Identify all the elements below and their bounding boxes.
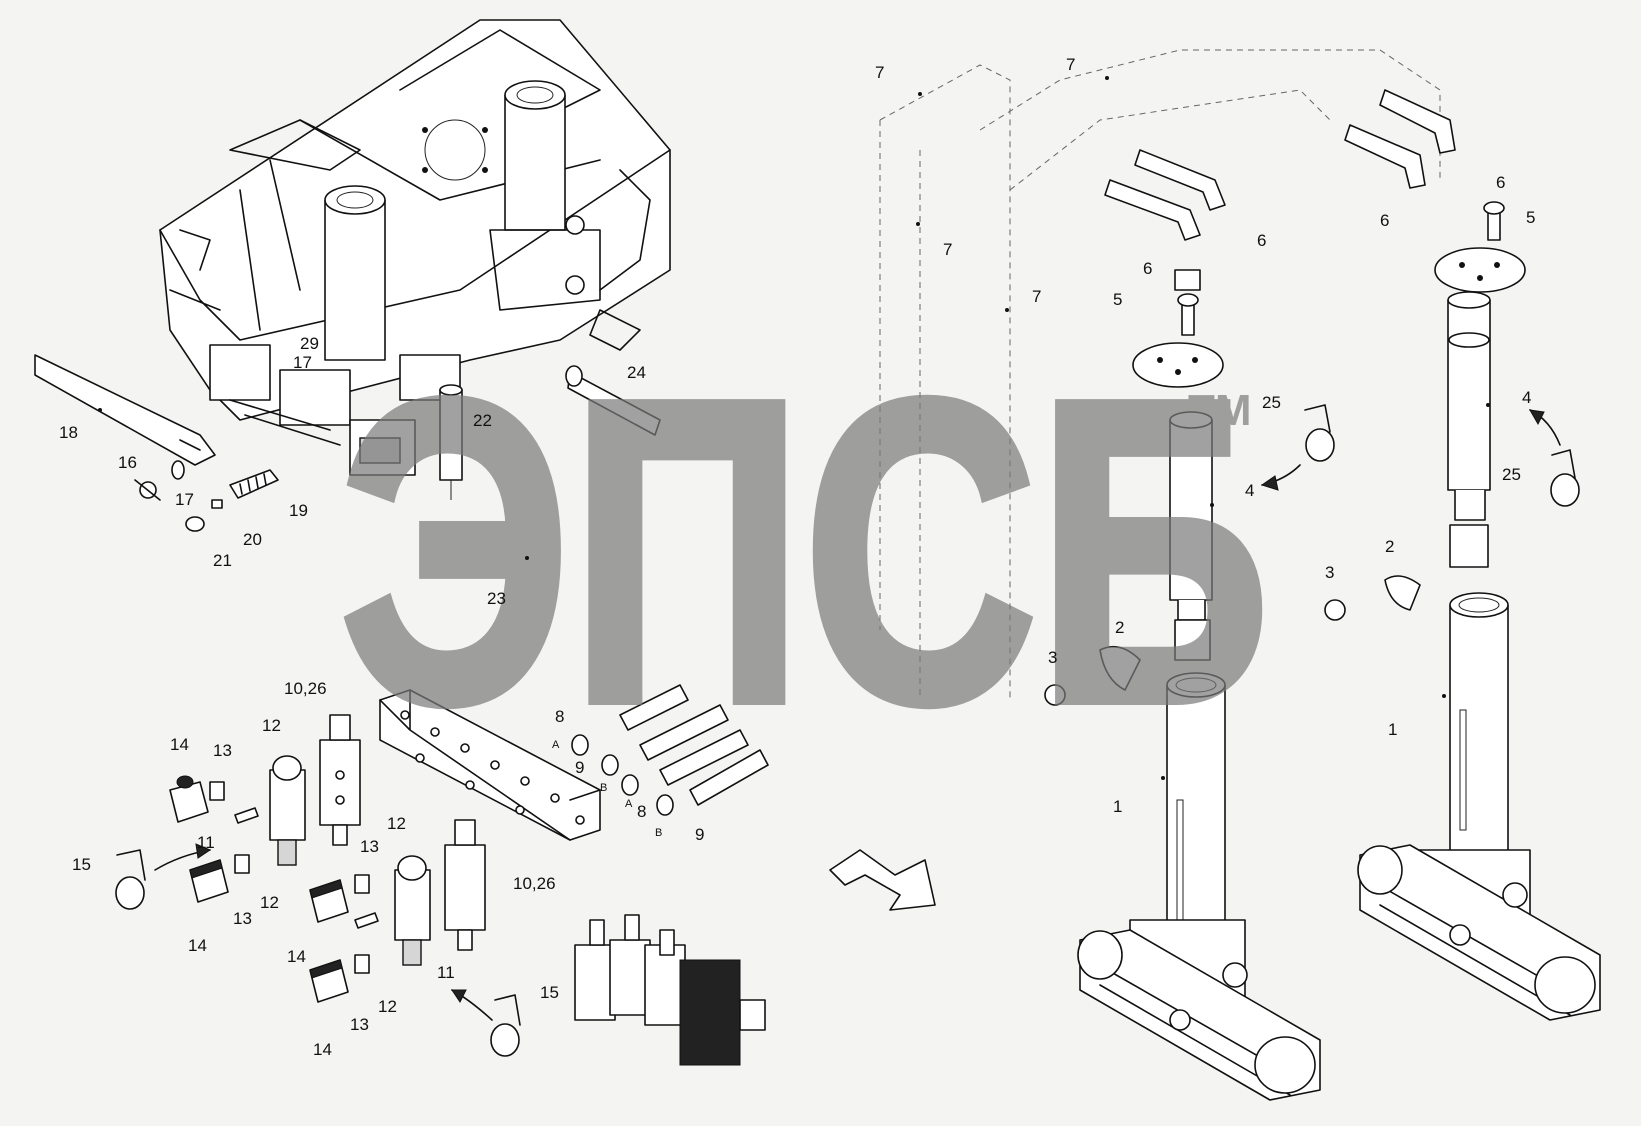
callout-14: 14: [287, 947, 306, 966]
callout-15: 15: [72, 855, 91, 874]
callout-labels: 7 7 7 7 6 6 6 6 5 5 4 4 25 25 3 3 2 2 1 …: [59, 55, 1535, 1059]
callout-12: 12: [262, 716, 281, 735]
callout-24: 24: [627, 363, 646, 382]
callout-5: 5: [1113, 290, 1122, 309]
callout-6: 6: [1143, 259, 1152, 278]
watermark-brand: ЭПСБ: [340, 312, 1270, 792]
leg-assembly-right: [1324, 201, 1601, 1021]
port-label-a: A: [625, 798, 633, 810]
callout-25: 25: [1262, 393, 1281, 412]
detail-ref-25: [1260, 404, 1580, 507]
bar-18: [34, 354, 216, 466]
callout-17: 17: [175, 490, 194, 509]
callout-12: 12: [378, 997, 397, 1016]
leg-assembly-left: [1044, 269, 1321, 1101]
callout-3: 3: [1325, 563, 1334, 582]
callout-10-26: 10,26: [513, 874, 556, 893]
leader-dots: [98, 76, 1490, 780]
valve-bank-15: [574, 914, 766, 1066]
watermark-trademark: TM: [1188, 386, 1252, 435]
callout-3: 3: [1048, 648, 1057, 667]
port-label-b: B: [655, 827, 662, 839]
callout-21: 21: [213, 551, 232, 570]
callout-14: 14: [170, 735, 189, 754]
callout-16: 16: [118, 453, 137, 472]
callout-18: 18: [59, 423, 78, 442]
callout-19: 19: [289, 501, 308, 520]
port-label-a: A: [552, 739, 560, 751]
callout-29: 29: [300, 334, 319, 353]
detail-ref-15: [115, 843, 521, 1057]
callout-11: 11: [437, 963, 455, 982]
port-label-b: B: [600, 782, 607, 794]
callout-7: 7: [875, 63, 884, 82]
callout-22: 22: [473, 411, 492, 430]
hydraulic-manifold: [379, 689, 601, 841]
callout-7: 7: [943, 240, 952, 259]
callout-11: 11: [197, 833, 215, 852]
frame-assembly: [159, 19, 671, 476]
callout-13: 13: [350, 1015, 369, 1034]
callout-14: 14: [313, 1040, 332, 1059]
callout-12: 12: [260, 893, 279, 912]
callout-5: 5: [1526, 208, 1535, 227]
callout-4: 4: [1245, 481, 1254, 500]
callout-7: 7: [1032, 287, 1041, 306]
callout-15: 15: [540, 983, 559, 1002]
hydraulic-hoses: [1104, 89, 1456, 241]
callout-23: 23: [487, 589, 506, 608]
callout-8: 8: [637, 802, 646, 821]
callout-25: 25: [1502, 465, 1521, 484]
hose-fittings-8-9: [571, 684, 769, 816]
callout-2: 2: [1385, 537, 1394, 556]
callout-6: 6: [1380, 211, 1389, 230]
callout-14: 14: [188, 936, 207, 955]
callout-9: 9: [695, 825, 704, 844]
callout-4: 4: [1522, 388, 1531, 407]
callout-8: 8: [555, 707, 564, 726]
watermark: ЭПСБ TM: [335, 307, 1275, 797]
callout-2: 2: [1115, 618, 1124, 637]
direction-arrow: [829, 849, 936, 911]
callout-12: 12: [387, 814, 406, 833]
callout-13: 13: [213, 741, 232, 760]
callout-20: 20: [243, 530, 262, 549]
callout-13: 13: [233, 909, 252, 928]
callout-1: 1: [1388, 720, 1397, 739]
hose-routing-7: [879, 49, 1441, 700]
callout-6: 6: [1496, 173, 1505, 192]
callout-6: 6: [1257, 231, 1266, 250]
callout-7: 7: [1066, 55, 1075, 74]
callout-13: 13: [360, 837, 379, 856]
callout-1: 1: [1113, 797, 1122, 816]
callout-10-26: 10,26: [284, 679, 327, 698]
callout-17: 17: [293, 353, 312, 372]
callout-9: 9: [575, 758, 584, 777]
small-fittings: [134, 365, 661, 532]
solenoid-valves: [169, 714, 486, 1003]
